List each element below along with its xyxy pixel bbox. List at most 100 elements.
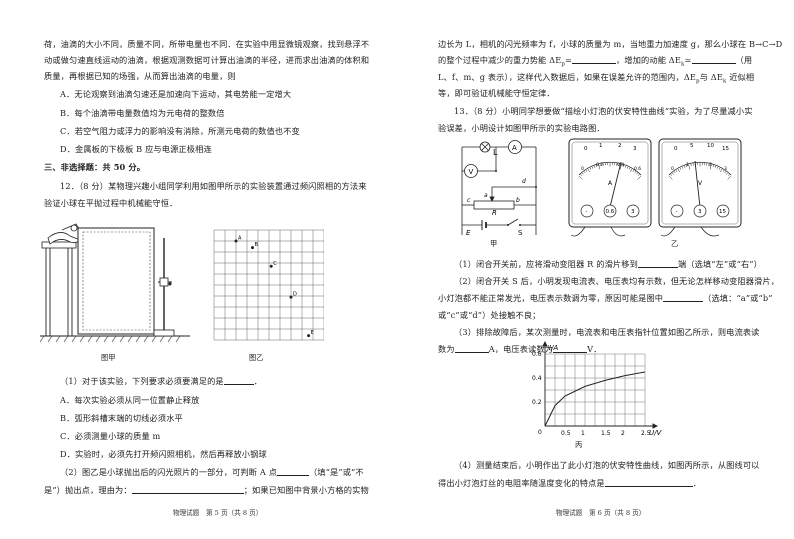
circuit-diagram: L A V R E S c a b d — [461, 140, 537, 237]
x-axis-label: U/V — [649, 429, 662, 437]
ammeter-dial: 0 1 2 3 0 0.2 0.4 0.6 A - 0.6 3 — [568, 138, 652, 237]
x-tick-label: 2 — [621, 430, 625, 437]
y-tick-label: 0.2 — [532, 399, 542, 406]
q13-part2-cont: 小灯泡都不能正常发光，电压表示数调为零，原因可能是图中（选填：“a”或“b” — [438, 293, 773, 303]
svg-text:15: 15 — [722, 146, 729, 152]
option-d: D．金属板的下极板 B 应与电源正极相连 — [60, 144, 212, 154]
svg-text:0.6: 0.6 — [634, 166, 641, 172]
svg-text:0: 0 — [674, 146, 678, 152]
option-a: A．无论观察到油滴匀速还是加速向下运动，其电势能一定增大 — [60, 89, 292, 99]
q12-option-c: C．必须测量小球的质量 m — [60, 431, 161, 441]
svg-text:0: 0 — [671, 166, 674, 172]
option-b: B．每个油滴带电量数值均为元电荷的整数倍 — [60, 108, 225, 118]
point-b: b — [516, 197, 520, 204]
text-line: 动或做匀速直线运动的油滴，根据观测数据可计算出油滴的半径，进而求出油滴的体积和 — [44, 55, 370, 65]
answer-blank[interactable] — [553, 345, 588, 353]
battery-label: E — [466, 229, 471, 237]
x-tick-label: 2.5 — [641, 430, 651, 437]
q12-part2-cont: 是”）抛出点，理由为：；如果已知图中背景小方格的实物 — [44, 485, 369, 495]
x-tick-label: 1 — [581, 430, 585, 437]
q13-intro: 验误差，小明设计如图甲所示的实验电路图． — [438, 123, 605, 133]
answer-blank[interactable] — [691, 56, 736, 64]
ammeter-symbol: A — [512, 144, 517, 152]
photo-point-label: E — [311, 330, 314, 336]
fig-a-caption: 图甲 — [101, 353, 116, 362]
answer-blank[interactable] — [277, 468, 310, 476]
meters-figure: 0 1 2 3 0 0.2 0.4 0.6 A - 0.6 3 0 5 — [568, 138, 742, 237]
section-title: 三、非选择题：共 50 分。 — [44, 162, 146, 172]
q13-part2: （2）闭合开关 S 后，小明发现电流表、电压表均有示数，但无论怎样移动变阻器滑片… — [454, 276, 780, 286]
svg-text:A: A — [608, 180, 613, 187]
point-d: d — [522, 178, 526, 185]
answer-blank[interactable] — [131, 486, 244, 494]
svg-text:V: V — [698, 180, 703, 187]
point-c: c — [467, 197, 471, 204]
svg-text:0.2: 0.2 — [596, 162, 603, 168]
option-c: C．若空气阻力或浮力的影响没有消除，所测元电荷的数值也不变 — [60, 126, 300, 136]
svg-text:-: - — [676, 209, 678, 215]
text-line: 等，即可验证机械能守恒定律． — [438, 88, 555, 98]
q12-intro: 验证小球在平抛过程中机械能守恒． — [44, 198, 178, 208]
svg-text:15: 15 — [719, 209, 726, 215]
photo-point — [269, 264, 273, 268]
q13-part1: （1）闭合开关前，应将滑动变阻器 R 的滑片移到端（选填“左”或“右”） — [454, 259, 762, 269]
svg-text:1: 1 — [686, 162, 689, 168]
origin-label: 0 — [538, 429, 542, 436]
svg-text:10: 10 — [707, 143, 714, 149]
answer-blank[interactable] — [637, 260, 678, 268]
point-a: a — [484, 192, 488, 199]
fig-bing-caption: 丙 — [575, 440, 583, 449]
svg-text:3: 3 — [631, 209, 635, 215]
text-line: 的整个过程中减少的重力势能 ΔEp=，增加的动能 ΔEk=（用 — [438, 55, 753, 68]
q12-option-a: A．每次实验必须从同一位置静止释放 — [60, 395, 200, 405]
svg-text:0: 0 — [584, 146, 588, 152]
answer-blank[interactable] — [663, 294, 704, 302]
photo-point-label: B — [255, 242, 259, 248]
x-tick-label: 0.5 — [561, 430, 571, 437]
photo-point — [307, 334, 311, 338]
rheostat-label: R — [492, 209, 497, 217]
q12-option-b: B．弧形斜槽末端的切线必须水平 — [60, 413, 183, 423]
y-axis-label: I/A — [549, 344, 558, 352]
photo-point-label: D — [293, 292, 297, 298]
svg-text:1: 1 — [599, 143, 603, 149]
answer-blank[interactable] — [604, 479, 693, 487]
fig-b-caption: 图乙 — [249, 353, 264, 362]
q12-part1: （1）对于该实验，下列要求必须要满足的是． — [60, 376, 263, 386]
text-line: 边长为 L，相机的闪光频率为 f，小球的质量为 m，当地重力加速度 g，那么小球… — [438, 39, 783, 49]
answer-blank[interactable] — [572, 56, 617, 64]
q13-part4-cont: 得出小灯泡灯丝的电阻率随温度变化的特点是． — [438, 478, 702, 488]
svg-text:0.6: 0.6 — [606, 209, 615, 215]
switch-label: S — [518, 229, 523, 237]
x-tick-label: 1.5 — [601, 430, 611, 437]
svg-text:0.4: 0.4 — [617, 162, 624, 168]
svg-text:0: 0 — [581, 166, 584, 172]
photo-point-label: A — [238, 236, 242, 242]
svg-text:3: 3 — [633, 146, 637, 152]
q13-intro: 13．（8 分）小明同学想要做“描绘小灯泡的伏安特性曲线”实验，为了尽量减小实 — [454, 106, 753, 116]
q13-part4: （4）测量结束后，小明作出了此小灯泡的伏安特性曲线，如图丙所示，从图线可以 — [454, 460, 760, 470]
right-page: 边长为 L，相机的闪光频率为 f，小球的质量为 m，当地重力加速度 g，那么小球… — [397, 0, 794, 539]
iv-curve — [544, 371, 646, 427]
photo-point-label: C — [273, 261, 277, 267]
fig-jia-caption: 甲 — [490, 239, 498, 248]
photo-point — [251, 246, 254, 250]
page-footer: 物理试题 第 6 页（共 8 页） — [556, 509, 646, 517]
left-page: 荷，油滴的大小不同，质量不同，所带电量也不同．在实验中用显微镜观察，找到悬浮不 … — [40, 39, 370, 517]
svg-text:-: - — [586, 209, 588, 215]
photo-point — [289, 295, 293, 299]
q12-option-d: D．实验时，必须先打开频闪照相机，然后再释放小钢球 — [60, 449, 267, 459]
y-tick-label: 0.4 — [532, 375, 542, 382]
page-footer: 物理试题 第 5 页（共 8 页） — [173, 509, 263, 517]
svg-text:2: 2 — [709, 162, 712, 168]
text-line: 荷，油滴的大小不同，质量不同，所带电量也不同．在实验中用显微镜观察，找到悬浮不 — [44, 39, 370, 49]
voltmeter-dial: 0 5 10 15 0 1 2 3 V - 3 15 — [658, 138, 742, 237]
apparatus-figure — [40, 223, 190, 343]
answer-blank[interactable] — [454, 345, 489, 353]
voltmeter-symbol: V — [469, 168, 474, 176]
text-line: L、f、m、g 表示），这样代入数据后，如果在误差允许的范围内，ΔEp与 ΔEk… — [438, 72, 755, 85]
answer-blank[interactable] — [223, 377, 254, 385]
photo-point — [234, 239, 238, 243]
svg-text:3: 3 — [698, 209, 702, 215]
q12-intro: 12．（8 分）某物理兴趣小组同学利用如图甲所示的实验装置通过频闪照相的方法来 — [60, 181, 367, 191]
